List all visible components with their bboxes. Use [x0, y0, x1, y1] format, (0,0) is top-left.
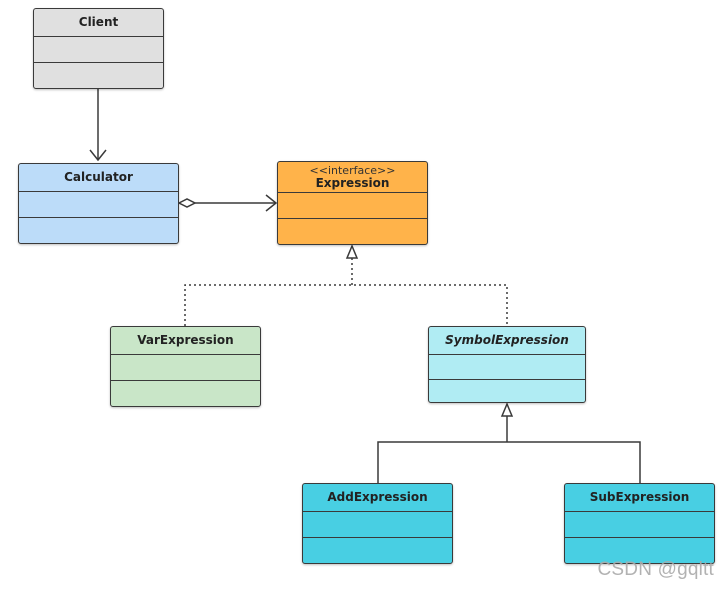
class-var-expression-name: VarExpression	[137, 333, 234, 347]
class-symbol-expression-name: SymbolExpression	[445, 333, 569, 347]
class-expression-methods	[278, 218, 427, 244]
class-expression-stereotype: <<interface>>	[309, 163, 396, 177]
class-client[interactable]: Client	[33, 8, 164, 89]
realization-to-expression[interactable]	[184, 244, 508, 326]
class-symbol-expression[interactable]: SymbolExpression	[428, 326, 586, 403]
class-add-expression[interactable]: AddExpression	[302, 483, 453, 564]
class-symbol-expression-attributes	[429, 354, 585, 379]
class-expression-attributes	[278, 192, 427, 218]
class-client-methods	[34, 62, 163, 88]
class-expression-name: Expression	[315, 175, 390, 190]
class-var-expression-header: VarExpression	[111, 327, 260, 354]
class-calculator-methods	[19, 217, 178, 243]
class-var-expression-methods	[111, 380, 260, 406]
class-calculator-attributes	[19, 191, 178, 217]
class-calculator-name: Calculator	[64, 170, 133, 184]
class-expression[interactable]: <<interface>> Expression	[277, 161, 428, 245]
class-sub-expression-methods	[565, 537, 714, 563]
class-client-attributes	[34, 36, 163, 62]
class-sub-expression-attributes	[565, 511, 714, 537]
class-client-header: Client	[34, 9, 163, 36]
class-add-expression-attributes	[303, 511, 452, 537]
class-add-expression-name: AddExpression	[327, 490, 428, 504]
class-sub-expression-header: SubExpression	[565, 484, 714, 511]
aggregation-calculator-expression[interactable]	[177, 194, 278, 212]
class-add-expression-methods	[303, 537, 452, 563]
class-symbol-expression-methods	[429, 379, 585, 402]
class-client-name: Client	[78, 15, 119, 29]
class-sub-expression[interactable]: SubExpression	[564, 483, 715, 564]
class-calculator[interactable]: Calculator	[18, 163, 179, 244]
class-expression-header: <<interface>> Expression	[278, 162, 427, 192]
watermark: CSDN @gqltt	[597, 559, 714, 580]
class-calculator-header: Calculator	[19, 164, 178, 191]
class-add-expression-header: AddExpression	[303, 484, 452, 511]
class-var-expression-attributes	[111, 354, 260, 380]
class-symbol-expression-header: SymbolExpression	[429, 327, 585, 354]
class-sub-expression-name: SubExpression	[589, 490, 690, 504]
class-var-expression[interactable]: VarExpression	[110, 326, 261, 407]
association-client-calculator[interactable]	[89, 89, 107, 162]
generalization-to-symbol-expression[interactable]	[377, 402, 641, 483]
